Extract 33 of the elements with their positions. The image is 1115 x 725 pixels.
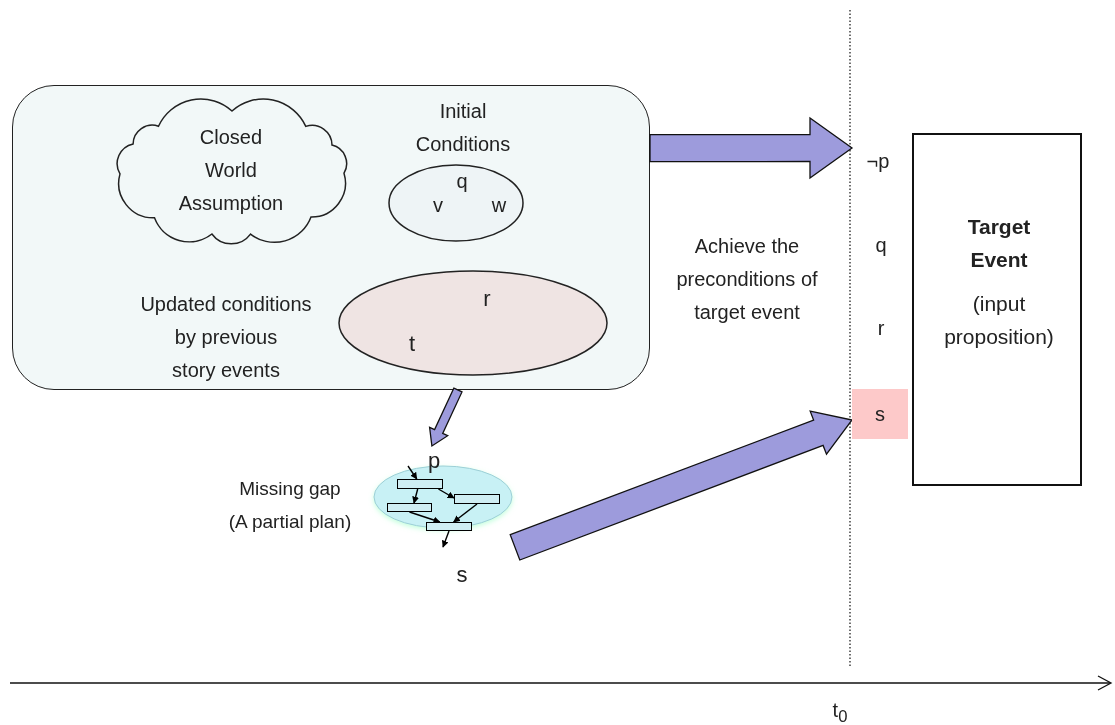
cloud-text: Closed World Assumption	[178, 125, 284, 216]
variable-letter: r	[482, 285, 492, 313]
arrow	[441, 530, 450, 548]
condition-symbol: q	[874, 233, 888, 258]
highlighted-condition: s	[852, 389, 908, 439]
condition-symbol: ¬p	[852, 140, 904, 182]
arrow	[412, 488, 419, 504]
variable-letter: q	[455, 169, 469, 194]
condition-symbol: r	[876, 316, 886, 341]
variable-letter: p	[426, 447, 442, 475]
arrow	[408, 511, 441, 524]
arrow	[407, 465, 418, 480]
rounded-panel	[12, 85, 650, 390]
time-label: t$_{0}$	[831, 698, 849, 725]
description: (input proposition)	[943, 291, 1055, 350]
plan-step-box	[454, 494, 500, 504]
arrow	[452, 503, 478, 523]
plan-step-box	[387, 503, 432, 512]
plan-step-box	[397, 479, 443, 489]
variable-letter: w	[490, 193, 508, 218]
heading: Updated conditions by previous story events	[139, 292, 313, 383]
heading: Target Event	[966, 214, 1032, 273]
block-arrow	[649, 116, 854, 180]
variable-letter: s	[455, 561, 469, 589]
plan-label: Missing gap (A partial plan)	[227, 477, 353, 534]
block-arrow	[509, 410, 854, 561]
block-arrow	[428, 387, 463, 448]
variable-letter: t	[407, 330, 417, 358]
annotation-text: Achieve the preconditions of target event	[675, 234, 819, 325]
arrow	[437, 488, 455, 499]
variable-letter: v	[432, 193, 444, 218]
target-event-box	[912, 133, 1082, 486]
plan-step-box	[426, 522, 472, 531]
